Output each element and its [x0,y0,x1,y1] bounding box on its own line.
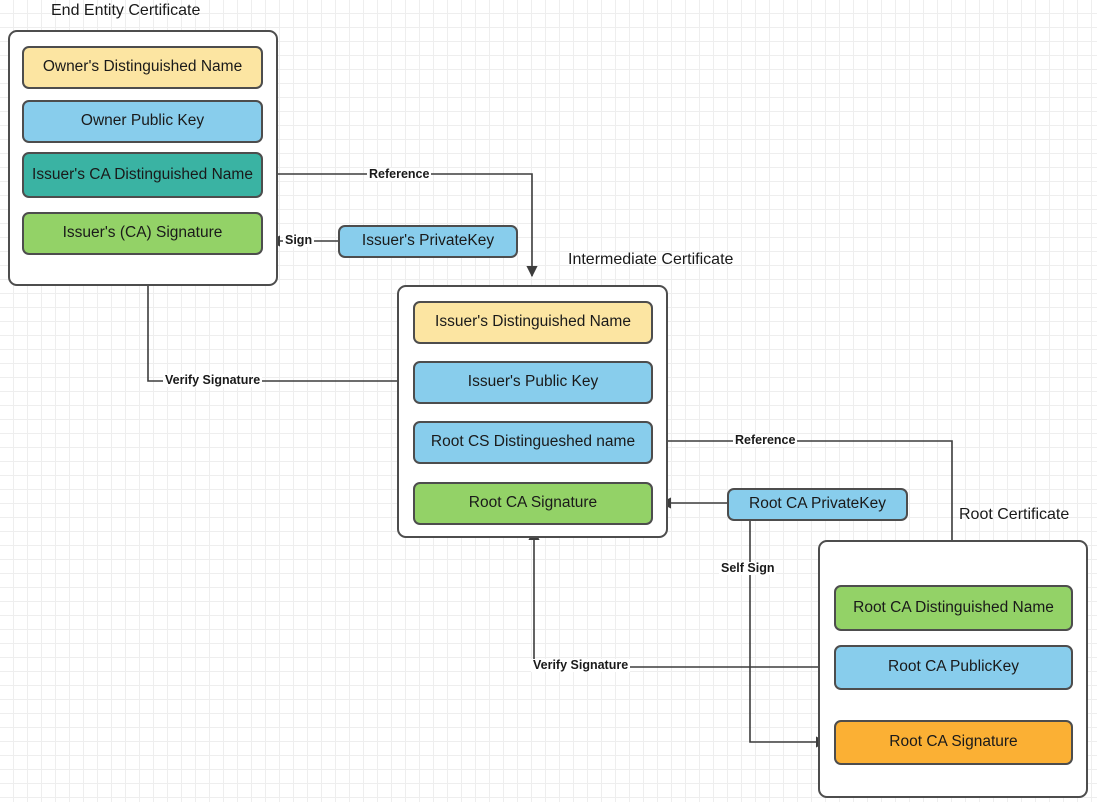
field-owner-public-key[interactable]: Owner Public Key [22,100,263,143]
field-root-ca-publickey[interactable]: Root CA PublicKey [834,645,1073,690]
field-issuers-ca-distinguished-name[interactable]: Issuer's CA Distinguished Name [22,152,263,198]
caption-end-entity-certificate: End Entity Certificate [51,2,201,19]
field-issuers-ca-signature[interactable]: Issuer's (CA) Signature [22,212,263,255]
node-root-ca-privatekey[interactable]: Root CA PrivateKey [727,488,908,521]
edge-label-verify-signature-bottom: Verify Signature [531,658,631,672]
edge-label-sign: Sign [283,233,315,247]
field-intermediate-root-ca-signature[interactable]: Root CA Signature [413,482,653,525]
field-owners-distinguished-name[interactable]: Owner's Distinguished Name [22,46,263,89]
field-issuers-public-key[interactable]: Issuer's Public Key [413,361,653,404]
edge-label-reference-top: Reference [367,167,432,181]
edge-label-self-sign: Self Sign [719,561,777,575]
field-root-ca-signature[interactable]: Root CA Signature [834,720,1073,765]
field-root-cs-distingueshed-name[interactable]: Root CS Distingueshed name [413,421,653,464]
edge-self-sign [749,520,828,748]
edge-label-verify-signature-top: Verify Signature [163,373,263,387]
caption-intermediate-certificate: Intermediate Certificate [568,251,734,268]
edge-verify-signature-bottom [528,528,833,668]
caption-root-certificate: Root Certificate [959,506,1070,523]
field-issuers-distinguished-name[interactable]: Issuer's Distinguished Name [413,301,653,344]
node-issuers-privatekey[interactable]: Issuer's PrivateKey [338,225,518,258]
field-root-ca-distinguished-name[interactable]: Root CA Distinguished Name [834,585,1073,631]
edge-label-reference-bottom: Reference [733,433,798,447]
